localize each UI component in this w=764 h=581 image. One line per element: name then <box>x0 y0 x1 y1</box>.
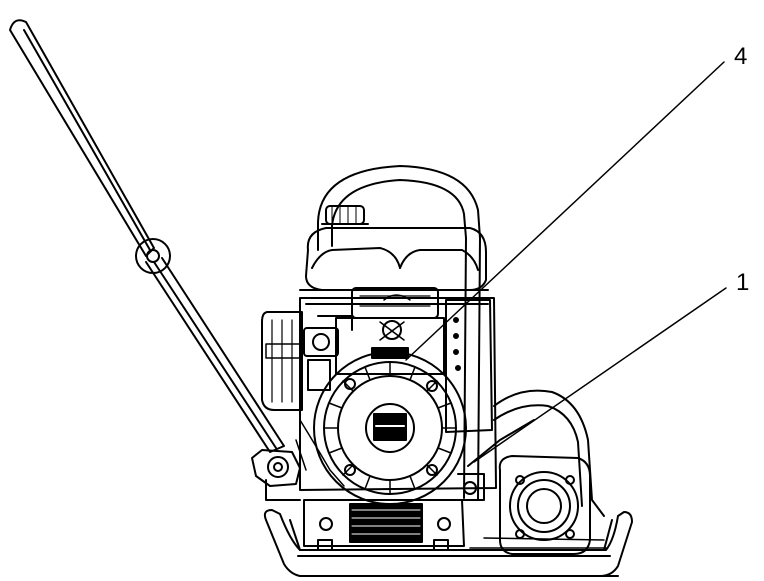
engine <box>261 287 497 505</box>
recoil-starter <box>313 351 467 505</box>
roll-bar-frame <box>317 165 481 501</box>
leader-lines <box>405 61 727 463</box>
callout-number-4: 4 <box>734 43 747 70</box>
callout-number-1: 1 <box>736 269 749 296</box>
side-panel <box>445 299 493 433</box>
handle-bar <box>9 19 301 501</box>
handle-mount <box>251 449 301 501</box>
fuel-cap <box>321 205 369 225</box>
belt-guard <box>457 389 605 517</box>
handle-pivot <box>135 238 171 274</box>
fuel-tank <box>299 205 489 291</box>
base-plate <box>263 499 633 577</box>
air-cleaner <box>261 311 303 411</box>
leader-line-1 <box>473 287 727 463</box>
leader-line-4 <box>405 61 725 361</box>
